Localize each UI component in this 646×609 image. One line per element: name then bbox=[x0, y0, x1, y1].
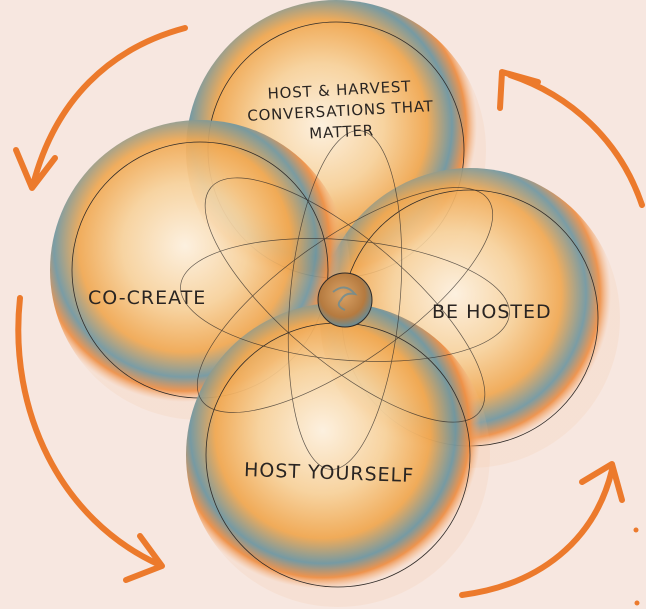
label-co-create: CO-CREATE bbox=[88, 287, 207, 309]
arrow-bottom-right bbox=[459, 461, 625, 598]
cycle-arrows bbox=[13, 25, 645, 598]
petal-lines bbox=[180, 130, 510, 470]
label-be-hosted: BE HOSTED bbox=[432, 301, 552, 323]
arrow-bottom-left bbox=[15, 295, 165, 583]
speck-dot bbox=[633, 527, 639, 533]
center-orb bbox=[317, 272, 373, 328]
arrow-top-left bbox=[13, 25, 188, 191]
arrow-top-right bbox=[497, 69, 645, 208]
circle-bottom bbox=[186, 303, 490, 607]
label-host-harvest: HOST & HARVEST CONVERSATIONS THAT MATTER bbox=[236, 75, 444, 149]
speck-dot bbox=[634, 600, 640, 606]
